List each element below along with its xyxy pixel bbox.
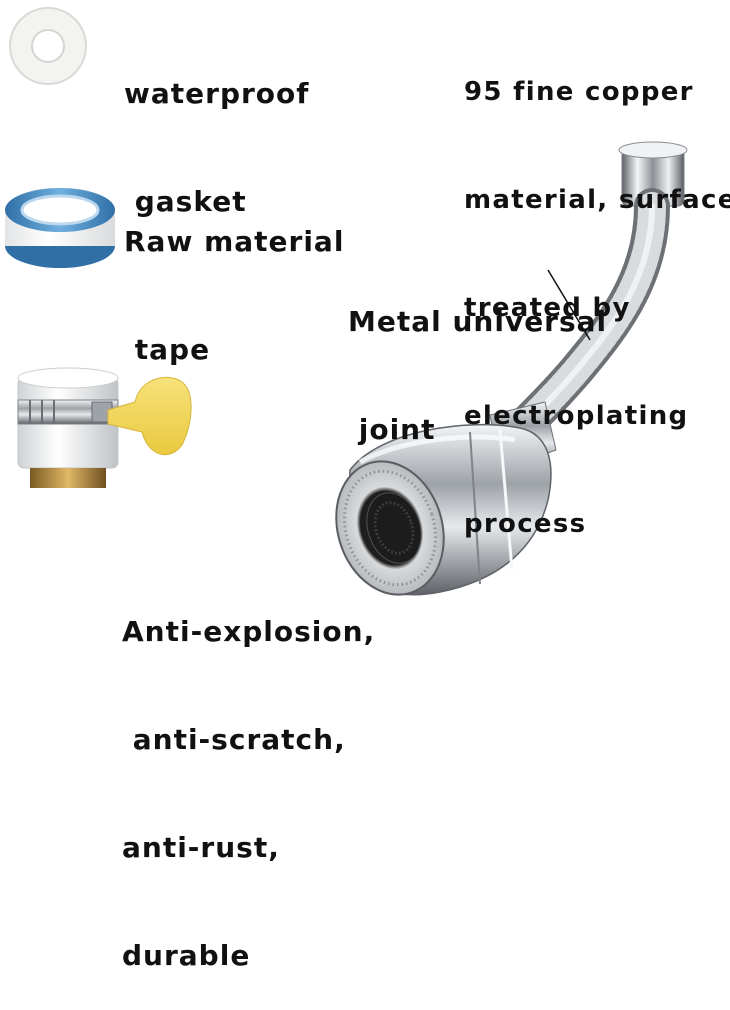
joint-label: Metal universal joint	[348, 305, 608, 446]
durable-label: Anti-explosion, anti-scratch, anti-rust,…	[122, 615, 376, 972]
gasket-ring-icon	[9, 7, 87, 85]
faucet-adapter-icon	[17, 367, 192, 488]
tape-label: Raw material tape	[124, 225, 345, 366]
swivel-aerator-hose-icon	[335, 141, 688, 596]
product-illustration	[5, 7, 688, 596]
copper-label: 95 fine copper material, surface treated…	[464, 77, 730, 539]
ptfe-tape-roll-icon	[5, 188, 115, 268]
joint-leader-line	[547, 269, 591, 341]
gasket-label: waterproof gasket	[124, 77, 310, 218]
